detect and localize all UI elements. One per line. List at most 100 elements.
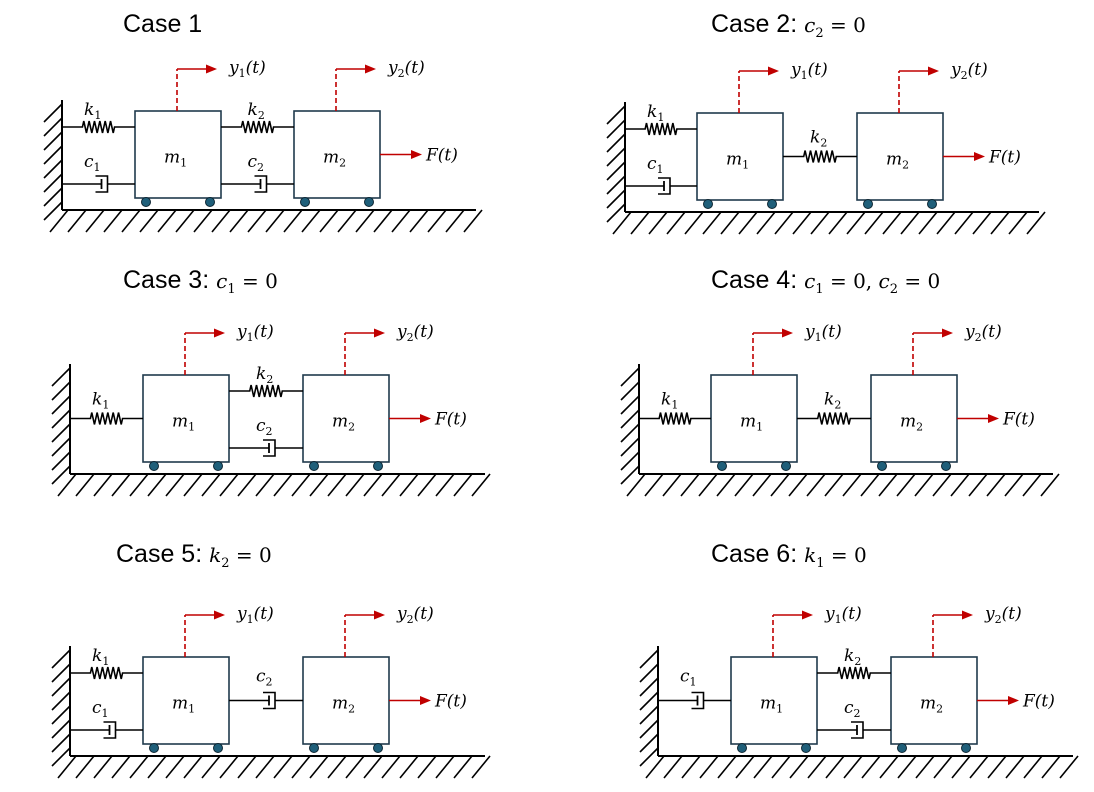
wall-hatch xyxy=(51,691,71,711)
ground-hatch xyxy=(75,473,95,497)
mass-m2-label: m2 xyxy=(920,694,943,716)
wheel xyxy=(213,743,223,753)
ground-hatch xyxy=(792,211,812,235)
ground-hatch xyxy=(645,755,665,779)
y1-indicator-arrow-head xyxy=(802,610,813,620)
ground-hatch xyxy=(445,209,465,233)
k1-label: k1 xyxy=(92,390,109,412)
spring xyxy=(817,666,891,680)
mass-m1 xyxy=(142,374,230,463)
mass-m1 xyxy=(710,374,798,463)
spring xyxy=(783,150,857,163)
wall-hatch xyxy=(620,409,640,429)
k2-label: k2 xyxy=(248,100,265,122)
ground-hatch xyxy=(327,755,347,779)
wall-hatch xyxy=(43,201,63,221)
spring xyxy=(229,384,303,398)
wall-hatch xyxy=(43,187,63,207)
ground-hatch xyxy=(381,473,401,497)
wheel xyxy=(309,743,319,753)
ground-hatch xyxy=(789,755,809,779)
ground-hatch xyxy=(435,755,455,779)
ground-hatch xyxy=(950,473,970,497)
ground-hatch xyxy=(291,473,311,497)
ground-hatch xyxy=(283,209,303,233)
wheel xyxy=(737,743,747,753)
ground-hatch xyxy=(427,209,447,233)
force-label: F(t) xyxy=(434,692,467,712)
ground-hatch xyxy=(810,211,830,235)
ground-hatch xyxy=(363,473,383,497)
ground-hatch xyxy=(57,755,77,779)
ground-hatch xyxy=(738,211,758,235)
wall-hatch xyxy=(620,423,640,443)
ground-hatch xyxy=(807,755,827,779)
k1-label: k1 xyxy=(84,100,101,122)
y1-indicator-label: y1(t) xyxy=(236,604,274,626)
ground-hatch xyxy=(897,755,917,779)
y2-indicator-label: y2(t) xyxy=(950,60,988,82)
ground-hatch xyxy=(265,209,285,233)
ground-hatch xyxy=(699,755,719,779)
ground-hatch xyxy=(409,209,429,233)
ground-hatch xyxy=(1004,473,1024,497)
wheel xyxy=(927,199,937,209)
mass-m1-label: m1 xyxy=(726,150,749,172)
ground-hatch xyxy=(111,755,131,779)
y2-indicator-arrow-head xyxy=(374,610,385,620)
y2-indicator-label: y2(t) xyxy=(396,322,434,344)
wall-hatch xyxy=(43,117,63,137)
y1-indicator-arrow-head xyxy=(214,610,225,620)
ground-hatch xyxy=(201,755,221,779)
ground-hatch xyxy=(954,211,974,235)
spring xyxy=(625,122,697,136)
wall-hatch xyxy=(51,733,71,753)
case-title: Case 5: k2 = 0 xyxy=(116,540,272,571)
case-title: Case 6: k1 = 0 xyxy=(711,540,867,571)
ground-hatch xyxy=(788,473,808,497)
spring xyxy=(639,412,711,425)
ground-hatch xyxy=(345,473,365,497)
wall-hatch xyxy=(620,395,640,415)
ground-hatch xyxy=(165,755,185,779)
ground-hatch xyxy=(878,473,898,497)
ground-hatch xyxy=(363,755,383,779)
ground-hatch xyxy=(211,209,231,233)
force-arrow-head xyxy=(411,150,422,159)
mass-m1-label: m1 xyxy=(164,148,187,170)
ground-hatch xyxy=(612,211,632,235)
ground-hatch xyxy=(453,473,473,497)
wall-hatch xyxy=(51,409,71,429)
ground-hatch xyxy=(373,209,393,233)
wall-hatch xyxy=(606,203,626,223)
force-arrow-head xyxy=(1008,696,1019,705)
y2-indicator-arrow-head xyxy=(365,64,376,74)
mass-m1 xyxy=(142,656,230,745)
force-arrow-head xyxy=(420,414,431,423)
ground-hatch xyxy=(175,209,195,233)
ground-hatch xyxy=(879,755,899,779)
wall-hatch xyxy=(51,663,71,683)
wheel xyxy=(213,461,223,471)
ground-hatch xyxy=(417,473,437,497)
ground-hatch xyxy=(129,755,149,779)
wall-hatch xyxy=(606,119,626,139)
wheel xyxy=(373,461,383,471)
k2-label: k2 xyxy=(810,128,827,150)
ground-hatch xyxy=(183,755,203,779)
ground-hatch xyxy=(1041,755,1061,779)
y1-indicator-arrow-head xyxy=(206,64,217,74)
mass-m2-label: m2 xyxy=(332,412,355,434)
wall-hatch xyxy=(639,733,659,753)
spring xyxy=(797,412,871,425)
ground-hatch xyxy=(1008,211,1028,235)
ground-hatch xyxy=(237,473,257,497)
wheel xyxy=(205,197,215,207)
k1-label: k1 xyxy=(661,390,678,412)
wheel xyxy=(364,197,374,207)
